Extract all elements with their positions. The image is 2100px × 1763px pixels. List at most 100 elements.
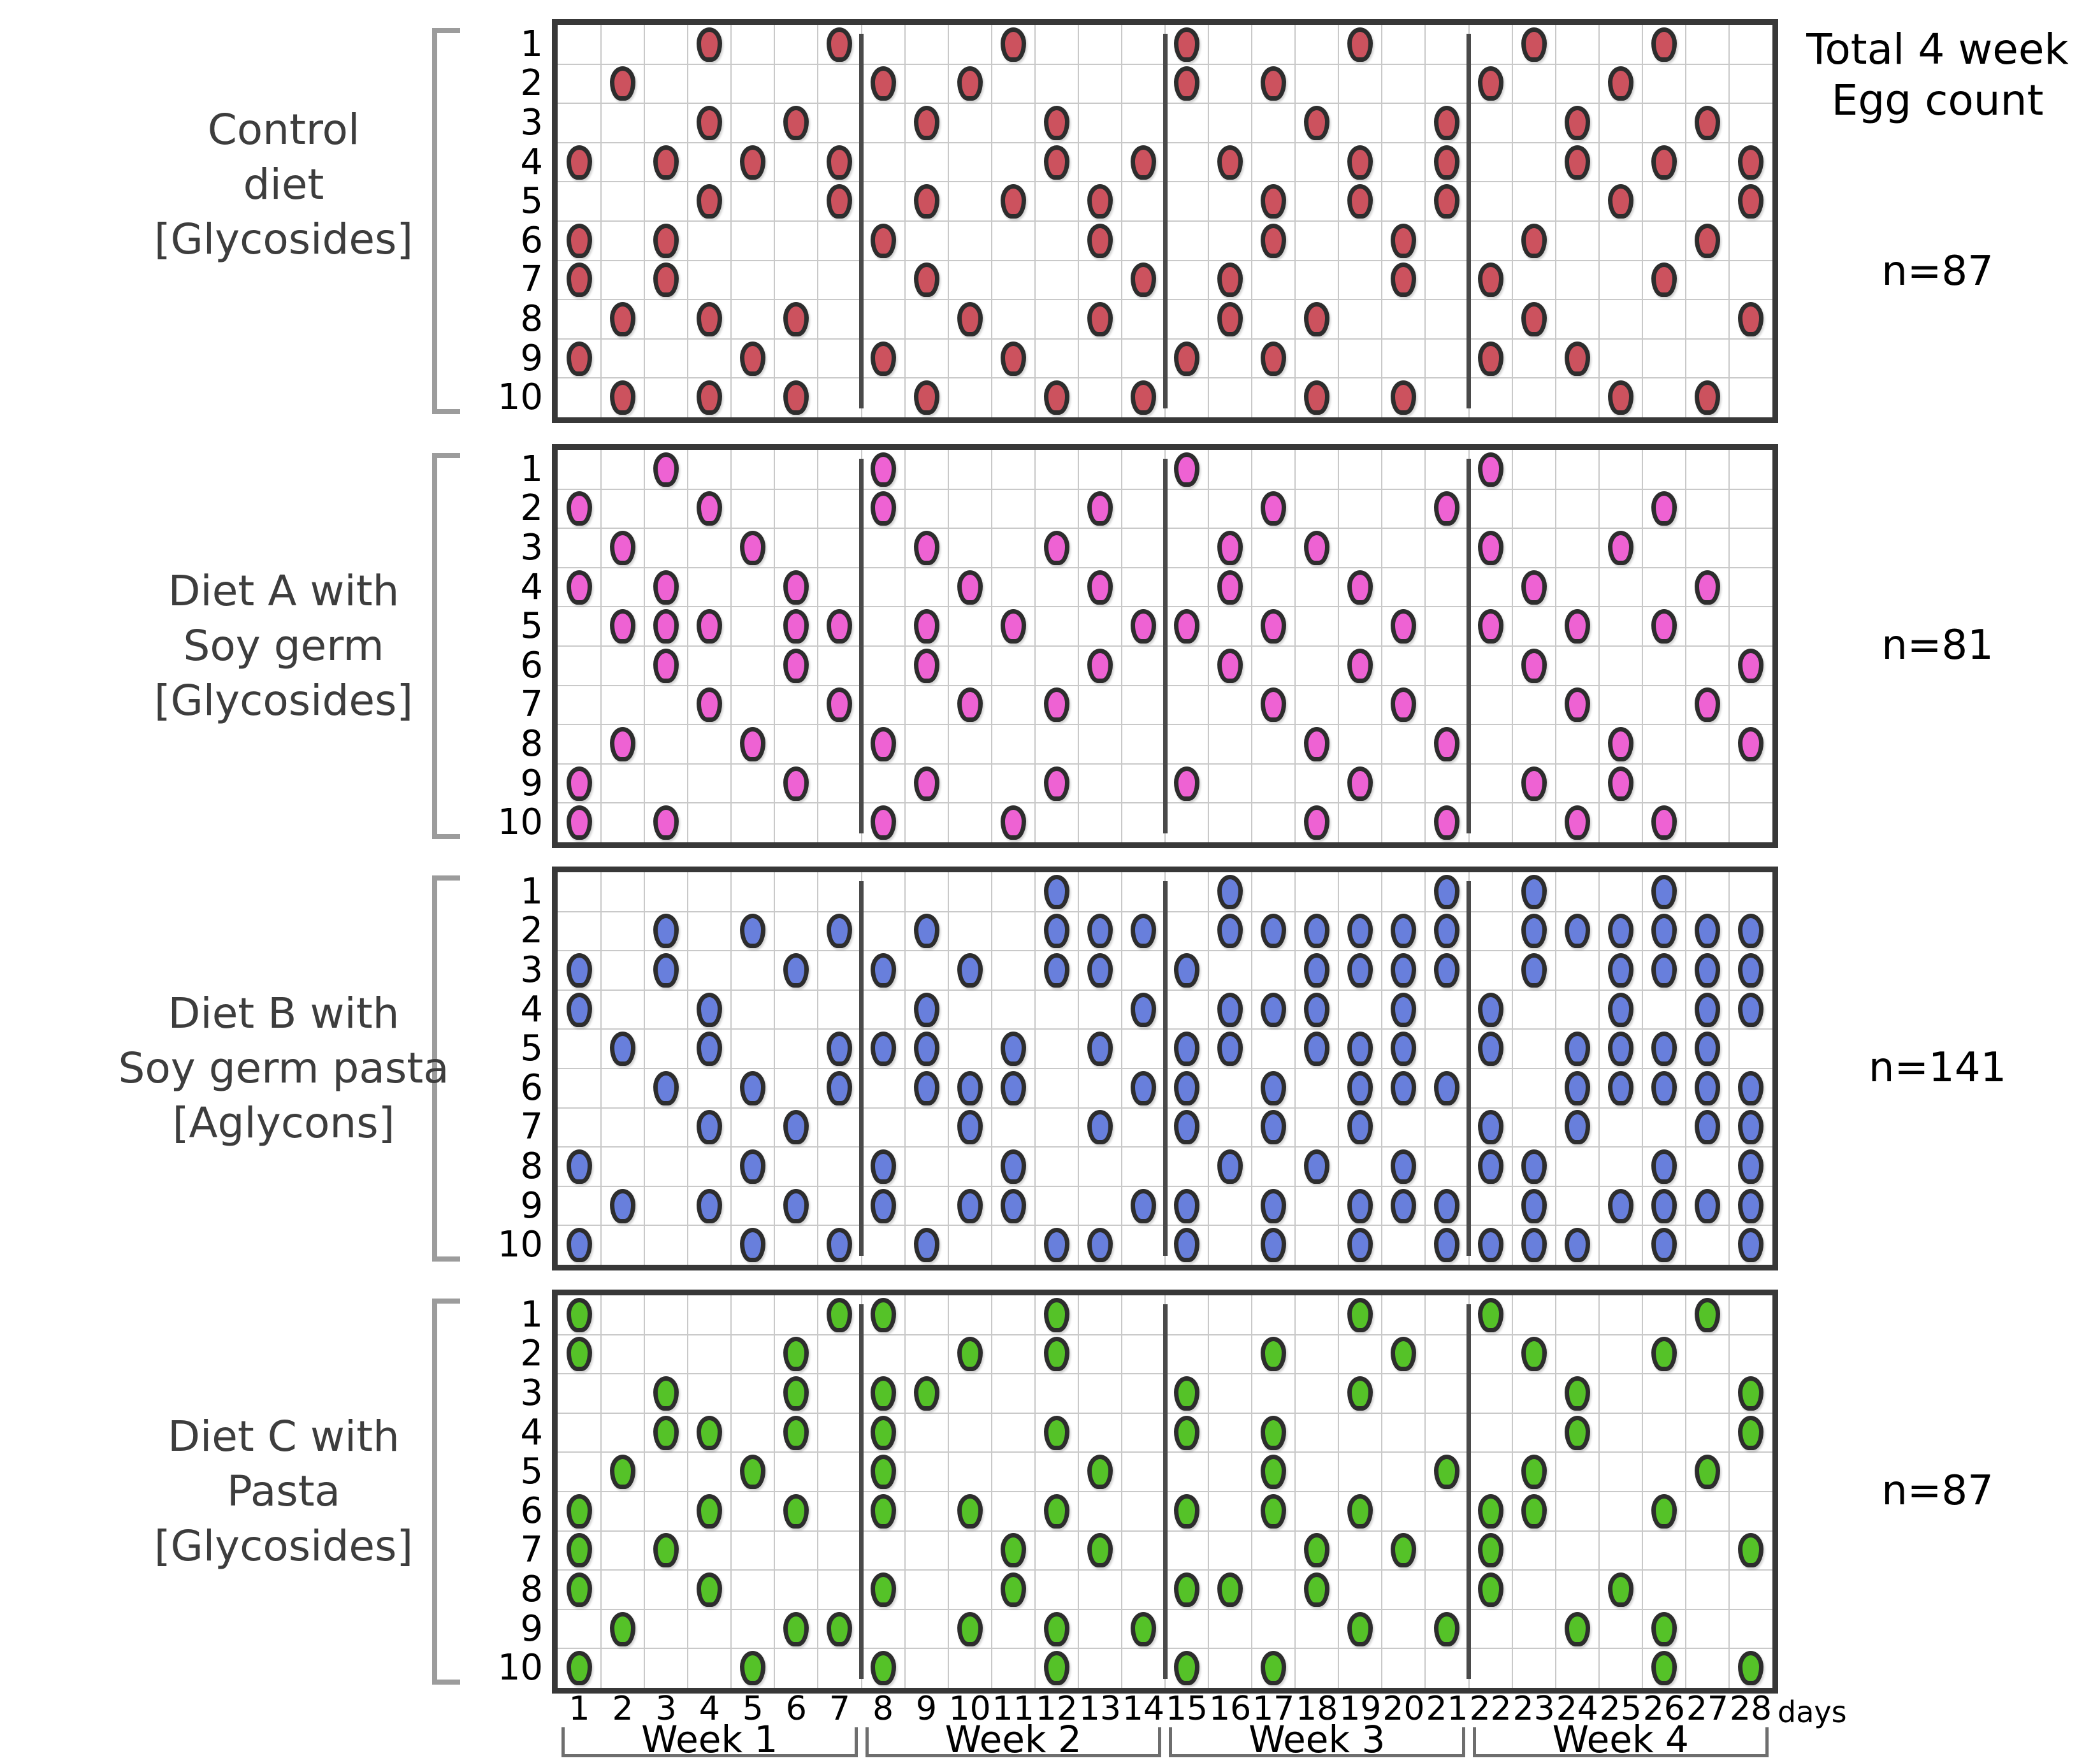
egg-marker — [1521, 1228, 1547, 1263]
egg-marker — [1130, 145, 1156, 180]
egg-marker — [1564, 687, 1590, 723]
week-bracket — [865, 1727, 869, 1757]
egg-marker — [1347, 570, 1373, 605]
egg-marker — [1737, 1228, 1763, 1263]
row-label-subject-4: 4 — [520, 566, 543, 608]
egg-marker — [697, 1493, 723, 1529]
egg-marker — [827, 1611, 853, 1646]
egg-marker — [1347, 1297, 1373, 1332]
row-label-subject-7: 7 — [520, 684, 543, 726]
egg-marker — [1347, 1070, 1373, 1105]
group-label-line: [Glycosides] — [154, 676, 414, 725]
egg-marker — [1477, 66, 1503, 101]
egg-marker — [1043, 1611, 1069, 1646]
row-label-subject-6: 6 — [520, 1067, 543, 1109]
row-label-subject-6: 6 — [520, 644, 543, 686]
week-separator-line — [1162, 1304, 1168, 1679]
egg-marker — [870, 452, 896, 487]
week-separator-line — [1466, 459, 1471, 833]
egg-marker — [1304, 953, 1330, 988]
egg-marker — [1434, 1188, 1460, 1223]
egg-marker — [697, 184, 723, 219]
egg-marker — [913, 609, 939, 644]
egg-marker — [1607, 914, 1633, 949]
row-label-subject-6: 6 — [520, 219, 543, 261]
day-tick-label: 13 — [1078, 1690, 1121, 1728]
egg-marker — [1391, 1337, 1417, 1372]
egg-marker — [1261, 1188, 1287, 1223]
egg-marker — [1261, 1110, 1287, 1145]
day-tick-label: 27 — [1686, 1690, 1728, 1728]
egg-marker — [957, 1611, 983, 1646]
egg-marker — [1217, 145, 1243, 180]
egg-marker — [697, 687, 723, 723]
row-label-subject-1: 1 — [520, 1293, 543, 1335]
day-tick-label: 25 — [1599, 1690, 1642, 1728]
day-tick-label: 7 — [829, 1690, 850, 1728]
egg-marker — [1130, 263, 1156, 298]
day-tick-label: 12 — [1035, 1690, 1078, 1728]
egg-marker — [1564, 1032, 1590, 1067]
egg-marker — [1607, 953, 1633, 988]
egg-marker — [827, 609, 853, 644]
group-label-line: Soy germ pasta — [118, 1044, 449, 1093]
row-label-subject-8: 8 — [520, 723, 543, 765]
egg-marker — [1434, 727, 1460, 761]
egg-marker — [1087, 184, 1113, 219]
egg-marker — [1304, 1533, 1330, 1568]
egg-marker — [1087, 302, 1113, 336]
week-separator-line — [859, 34, 864, 408]
egg-marker — [697, 1188, 723, 1223]
egg-marker — [783, 302, 809, 336]
day-tick-label: 4 — [699, 1690, 720, 1728]
day-tick-label: 28 — [1729, 1690, 1772, 1728]
egg-marker — [1261, 992, 1287, 1027]
egg-marker — [1477, 1493, 1503, 1529]
subject-bracket — [432, 1299, 437, 1685]
egg-marker — [1261, 66, 1287, 101]
egg-marker — [870, 805, 896, 840]
day-tick-label: 19 — [1339, 1690, 1382, 1728]
egg-marker — [1174, 1188, 1200, 1223]
egg-marker — [610, 1032, 636, 1067]
egg-marker — [1521, 1188, 1547, 1223]
egg-marker — [1000, 1533, 1026, 1568]
week-label: Week 3 — [1249, 1718, 1386, 1761]
egg-marker — [1261, 1070, 1287, 1105]
egg-marker — [870, 1493, 896, 1529]
row-label-subject-3: 3 — [520, 1372, 543, 1414]
subject-bracket — [432, 453, 437, 839]
week-separator-line — [1466, 881, 1471, 1256]
egg-marker — [1347, 1188, 1373, 1223]
egg-count-control: n=87 — [1881, 248, 1994, 295]
egg-marker — [1607, 1070, 1633, 1105]
egg-marker — [1477, 609, 1503, 644]
subject-bracket — [432, 875, 460, 881]
day-tick-label: 10 — [948, 1690, 991, 1728]
egg-marker — [1043, 1228, 1069, 1263]
week-bracket — [1461, 1727, 1465, 1757]
egg-marker — [740, 1228, 766, 1263]
egg-marker — [1043, 1651, 1069, 1686]
egg-marker — [653, 953, 679, 988]
egg-marker — [1261, 687, 1287, 723]
egg-marker — [1564, 106, 1590, 140]
egg-marker — [827, 1032, 853, 1067]
egg-marker — [567, 1337, 593, 1372]
egg-marker — [1043, 1415, 1069, 1450]
egg-marker — [1607, 766, 1633, 801]
group-label-line: Diet A with — [168, 566, 400, 615]
egg-marker — [1651, 1149, 1677, 1184]
egg-marker — [1217, 1032, 1243, 1067]
egg-marker — [1087, 953, 1113, 988]
egg-marker — [1043, 145, 1069, 180]
row-label-subject-2: 2 — [520, 487, 543, 529]
egg-marker — [1434, 1070, 1460, 1105]
egg-marker — [1651, 1611, 1677, 1646]
egg-marker — [1347, 27, 1373, 62]
egg-marker — [697, 491, 723, 526]
egg-marker — [1651, 145, 1677, 180]
week-bracket — [1765, 1727, 1769, 1757]
egg-marker — [957, 1188, 983, 1223]
